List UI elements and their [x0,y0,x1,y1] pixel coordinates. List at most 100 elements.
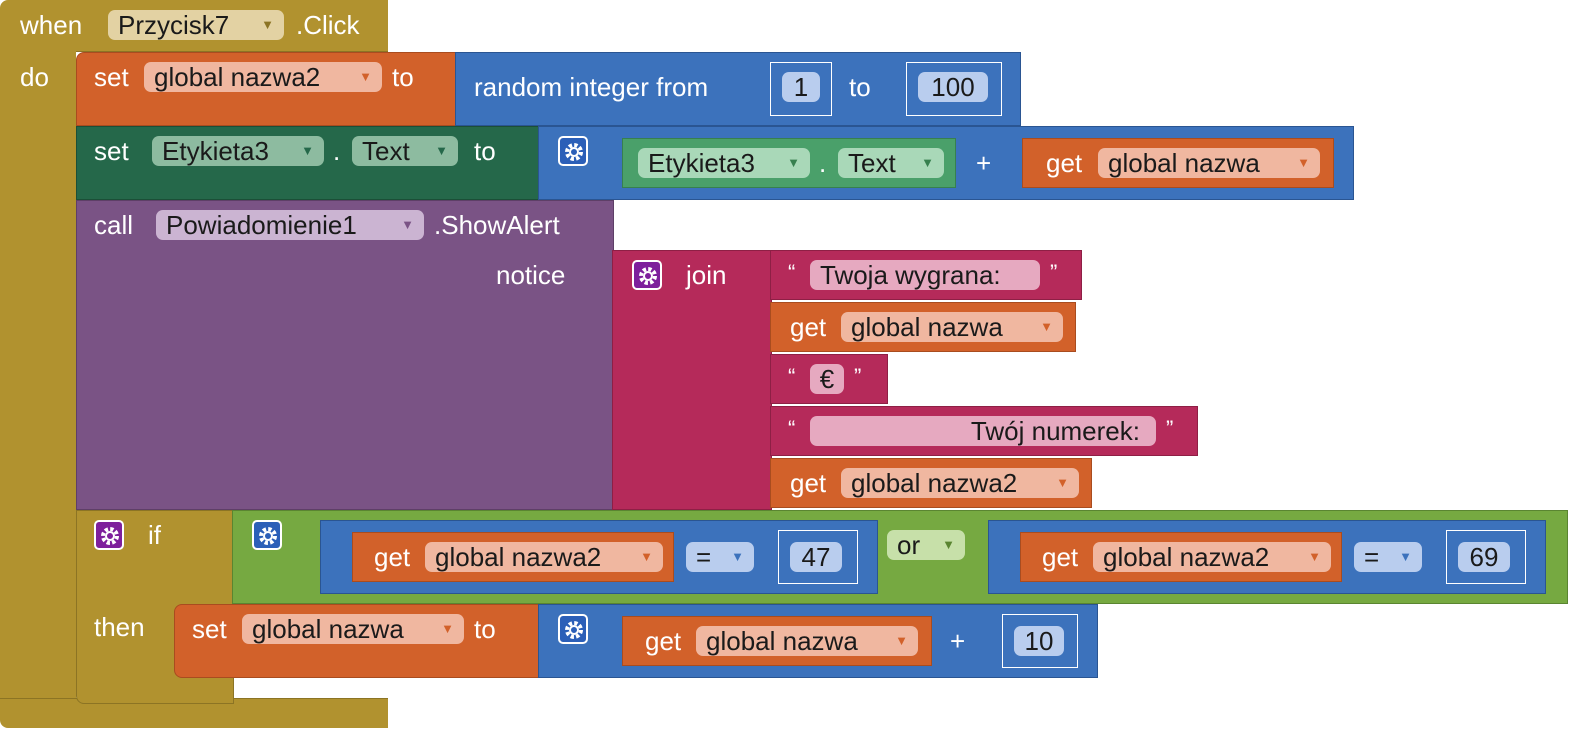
number-value-69[interactable]: 69 [1458,542,1510,572]
call-showalert-block[interactable] [76,200,614,510]
triangle-down-icon: ▼ [261,17,274,32]
var-dropdown-label: global nazwa2 [1103,542,1270,572]
triangle-down-icon: ▼ [942,537,955,552]
triangle-down-icon: ▼ [435,143,448,158]
set-label: set [94,62,129,92]
to-label: to [474,136,496,166]
text-value[interactable]: € [810,364,844,394]
open-quote: “ [788,260,796,285]
text-value[interactable]: Twoja wygrana: [810,260,1040,290]
triangle-down-icon: ▼ [1056,475,1069,490]
or-dropdown[interactable]: or ▼ [887,530,965,560]
join-block[interactable] [612,250,772,510]
var-dropdown-nazwa[interactable]: global nazwa ▼ [696,626,918,656]
operator-dropdown-equals[interactable]: = ▼ [1354,542,1422,572]
triangle-down-icon: ▼ [441,621,454,636]
join-label: join [686,260,727,290]
triangle-down-icon: ▼ [895,633,908,648]
event-name-label: .Click [296,10,360,40]
var-dropdown-label: global nazwa [252,614,404,644]
close-quote: ” [1166,416,1174,441]
dot-label: . [333,136,341,166]
to-label: to [474,614,496,644]
triangle-down-icon: ▼ [787,155,800,170]
close-quote: ” [1050,260,1058,285]
var-dropdown-nazwa2[interactable]: global nazwa2 ▼ [841,468,1079,498]
var-dropdown-nazwa[interactable]: global nazwa ▼ [242,614,464,644]
var-dropdown-nazwa2[interactable]: global nazwa2 ▼ [425,542,663,572]
if-label: if [148,520,161,550]
operator-label: = [696,542,712,572]
gear-icon[interactable] [558,136,588,166]
number-value-47[interactable]: 47 [790,542,842,572]
triangle-down-icon: ▼ [1297,155,1310,170]
triangle-down-icon: ▼ [921,155,934,170]
var-dropdown-label: global nazwa2 [154,62,321,92]
to-label: to [392,62,414,92]
set-label: set [94,136,129,166]
open-quote: “ [788,364,796,389]
component-dropdown-powiadomienie1[interactable]: Powiadomienie1 ▼ [156,210,424,240]
var-dropdown-nazwa2[interactable]: global nazwa2 ▼ [144,62,382,92]
component-dropdown-etykieta3-get[interactable]: Etykieta3 ▼ [638,148,810,178]
set-label: set [192,614,227,644]
property-dropdown-text-get[interactable]: Text ▼ [838,148,944,178]
notice-label: notice [496,260,566,290]
component-dropdown-etykieta3[interactable]: Etykieta3 ▼ [152,136,324,166]
get-label: get [790,468,827,498]
triangle-down-icon: ▼ [1399,549,1412,564]
plus-label: + [976,148,992,178]
open-quote: “ [788,416,796,441]
plus-label: + [950,626,966,656]
triangle-down-icon: ▼ [359,69,372,84]
number-value-10[interactable]: 10 [1014,626,1064,656]
text-value[interactable]: Twój numerek: [810,416,1156,446]
var-dropdown-label: global nazwa [706,626,858,656]
then-label: then [94,612,145,642]
get-label: get [1046,148,1083,178]
when-label: when [20,10,83,40]
close-quote: ” [854,364,862,389]
get-label: get [645,626,682,656]
property-dropdown-label: Text [848,148,896,178]
triangle-down-icon: ▼ [1308,549,1321,564]
component-dropdown-label: Powiadomienie1 [166,210,357,240]
operator-dropdown-equals[interactable]: = ▼ [686,542,754,572]
random-label: random integer from [474,72,709,102]
get-label: get [790,312,827,342]
triangle-down-icon: ▼ [1040,319,1053,334]
component-dropdown-label: Etykieta3 [648,148,755,178]
gear-icon[interactable] [252,520,282,550]
var-dropdown-label: global nazwa2 [435,542,602,572]
event-left-bar [0,40,76,710]
var-dropdown-label: global nazwa [851,312,1003,342]
get-label: get [374,542,411,572]
gear-icon[interactable] [94,520,124,550]
event-component-dropdown[interactable]: Przycisk7 ▼ [108,10,284,40]
var-dropdown-label: global nazwa [1108,148,1260,178]
triangle-down-icon: ▼ [301,143,314,158]
do-label: do [20,62,49,92]
gear-icon[interactable] [558,614,588,644]
triangle-down-icon: ▼ [401,217,414,232]
triangle-down-icon: ▼ [640,549,653,564]
random-from-value[interactable]: 1 [782,72,820,102]
property-dropdown-text[interactable]: Text ▼ [352,136,458,166]
dot-label: . [819,148,827,178]
or-label: or [897,530,921,560]
property-dropdown-label: Text [362,136,410,166]
component-dropdown-label: Etykieta3 [162,136,269,166]
triangle-down-icon: ▼ [731,549,744,564]
gear-icon[interactable] [632,260,662,290]
event-block-przycisk7-click[interactable] [0,0,388,728]
random-to-value[interactable]: 100 [918,72,988,102]
event-component-label: Przycisk7 [118,10,230,40]
var-dropdown-nazwa[interactable]: global nazwa ▼ [1098,148,1320,178]
var-dropdown-label: global nazwa2 [851,468,1018,498]
operator-label: = [1364,542,1380,572]
var-dropdown-nazwa[interactable]: global nazwa ▼ [841,312,1063,342]
random-to-label: to [849,72,871,102]
get-label: get [1042,542,1079,572]
var-dropdown-nazwa2[interactable]: global nazwa2 ▼ [1093,542,1331,572]
method-label: .ShowAlert [434,210,560,240]
